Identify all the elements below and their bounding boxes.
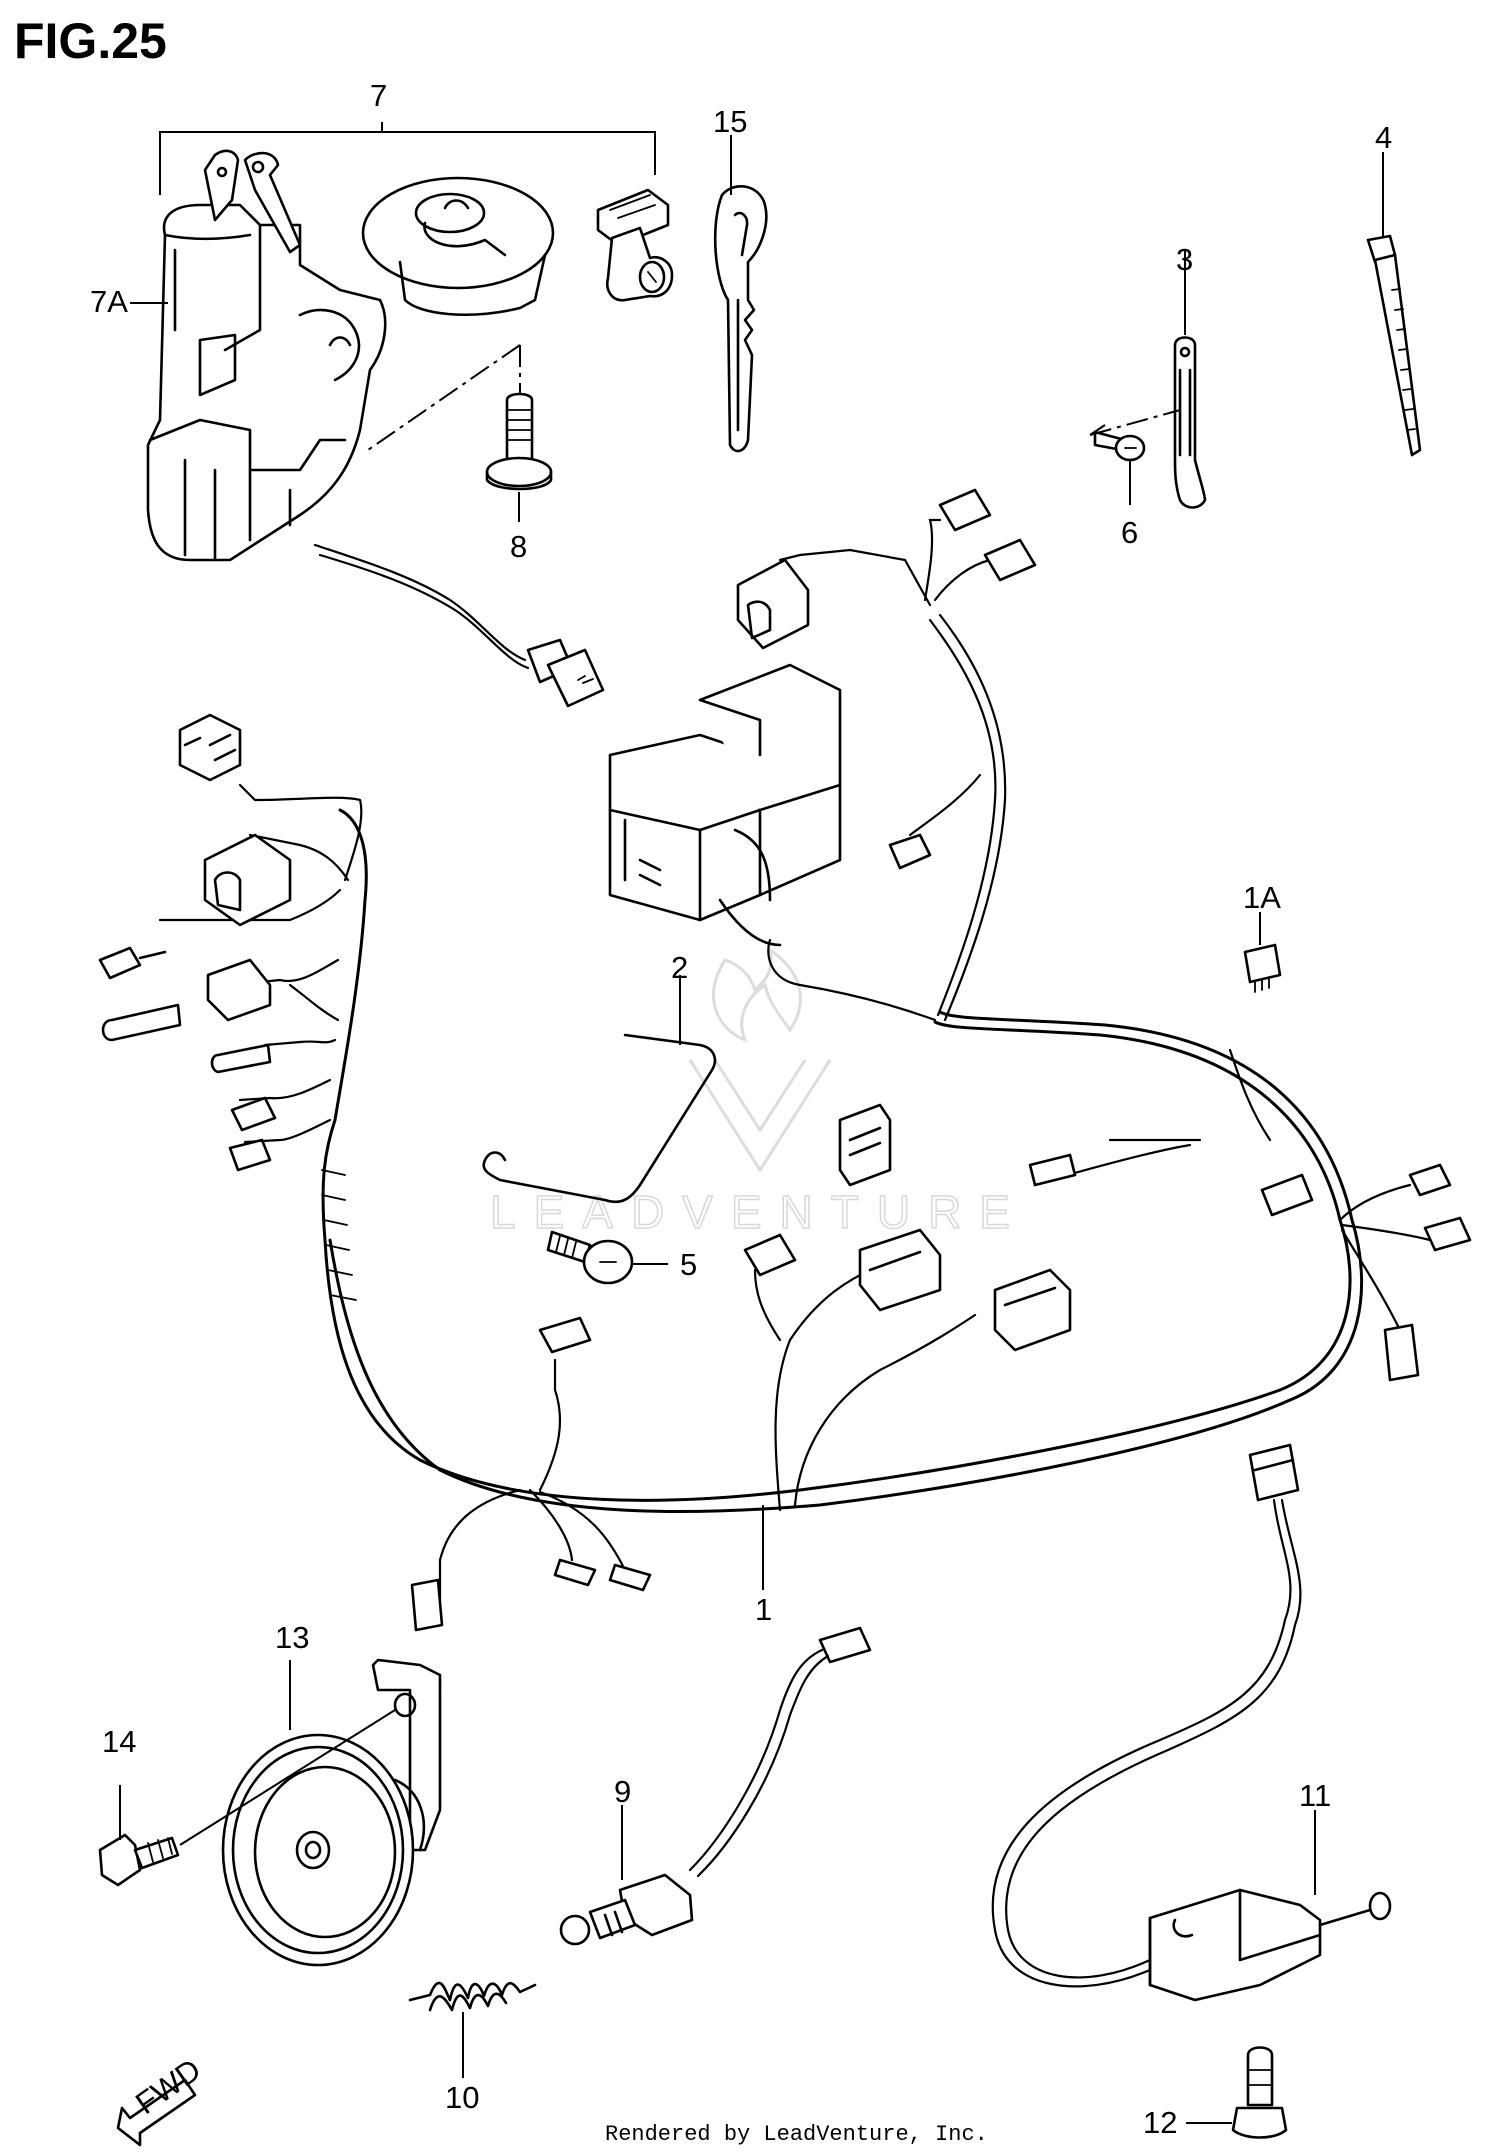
callout-3: 3 — [1176, 242, 1193, 277]
wire-clip-2 — [482, 1033, 717, 1204]
bolt-12 — [1231, 2046, 1288, 2139]
screw-5 — [546, 1230, 634, 1285]
relay-box — [608, 663, 842, 947]
main-harness — [158, 518, 1432, 1602]
bolt-8 — [485, 392, 553, 491]
switch-9 — [559, 1626, 872, 1946]
callout-9: 9 — [614, 1774, 631, 1809]
callout-6: 6 — [1121, 515, 1138, 550]
fuse-1a — [1243, 943, 1282, 993]
fwd-arrow: FWD — [116, 2052, 207, 2147]
bolt-14 — [98, 1833, 180, 1887]
callout-11: 11 — [1299, 1778, 1331, 1813]
callout-7: 7 — [370, 78, 387, 113]
callout-1: 1 — [755, 1592, 772, 1627]
clamp-3 — [1173, 336, 1207, 509]
fuel-cap-lock — [361, 176, 555, 316]
callout-4: 4 — [1375, 120, 1392, 155]
callout-7a: 7A — [90, 284, 128, 319]
spring-10 — [408, 1981, 537, 2012]
key — [713, 185, 768, 453]
callout-14: 14 — [102, 1724, 136, 1759]
figure-title: FIG.25 — [14, 13, 167, 69]
footer-credit: Rendered by LeadVenture, Inc. — [605, 2122, 988, 2147]
callout-12: 12 — [1143, 2105, 1177, 2140]
seat-lock — [596, 188, 674, 302]
horn-13 — [221, 1658, 442, 1967]
callout-8: 8 — [510, 529, 527, 564]
callout-13: 13 — [275, 1620, 309, 1655]
callout-5: 5 — [680, 1247, 697, 1282]
cable-tie-4 — [1366, 234, 1422, 457]
switch-11 — [991, 1443, 1392, 2002]
ignition-switch-set — [130, 122, 656, 708]
screw-6 — [1093, 430, 1146, 462]
callout-10: 10 — [445, 2080, 479, 2115]
harness-connectors-center — [410, 1103, 1472, 1632]
callout-15: 15 — [713, 104, 747, 139]
callout-2: 2 — [671, 950, 688, 985]
callout-1a: 1A — [1243, 880, 1281, 915]
harness-connectors-top — [736, 488, 1037, 870]
harness-connectors-left — [98, 713, 292, 1172]
